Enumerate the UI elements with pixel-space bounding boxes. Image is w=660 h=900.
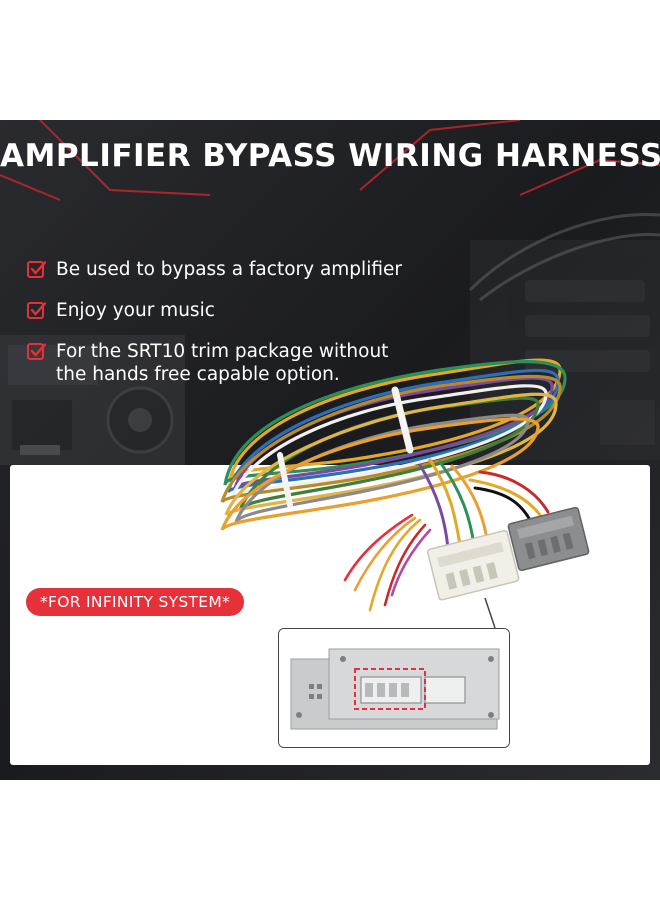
feature-list: Be used to bypass a factory amplifier En… <box>26 258 446 404</box>
feature-item: Be used to bypass a factory amplifier <box>26 258 446 281</box>
feature-item: For the SRT10 trim package without the h… <box>26 340 446 386</box>
feature-text: Be used to bypass a factory amplifier <box>56 259 402 280</box>
checkbox-checked-icon <box>27 261 47 278</box>
feature-item: Enjoy your music <box>26 299 446 322</box>
amplifier-unit-image <box>279 629 509 747</box>
infinity-system-badge: *FOR INFINITY SYSTEM* <box>26 588 245 616</box>
feature-text: For the SRT10 trim package without the h… <box>56 341 389 385</box>
checkbox-checked-icon <box>27 302 47 319</box>
product-card: AMPLIFIER BYPASS WIRING HARNESS Be used … <box>0 120 660 780</box>
headline: AMPLIFIER BYPASS WIRING HARNESS <box>0 138 660 174</box>
feature-text: Enjoy your music <box>56 300 215 321</box>
amplifier-inset <box>278 628 510 748</box>
checkbox-checked-icon <box>27 343 47 360</box>
